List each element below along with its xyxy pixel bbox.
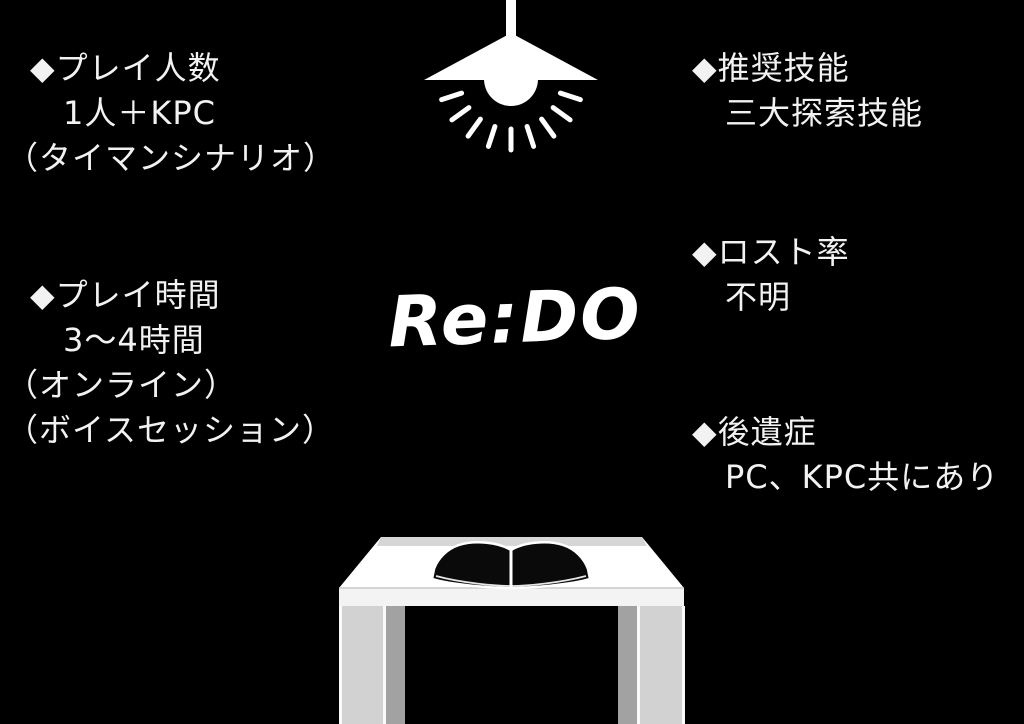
info-line: PC、KPC共にあり xyxy=(692,458,1000,496)
scenario-title: Re:DO xyxy=(386,272,644,364)
info-line: 3～4時間 xyxy=(30,321,205,359)
info-line: 三大探索技能 xyxy=(692,94,924,132)
info-line: （ボイスセッション） xyxy=(6,411,336,449)
info-line: ◆後遺症 xyxy=(692,413,817,451)
info-block-play-time: ◆プレイ時間 3～4時間 （オンライン） （ボイスセッション） xyxy=(6,273,335,453)
info-line: ◆推奨技能 xyxy=(692,49,850,87)
info-line: ◆プレイ時間 xyxy=(30,276,221,314)
info-block-aftereffects: ◆後遺症 PC、KPC共にあり xyxy=(692,410,999,500)
info-line: 不明 xyxy=(692,278,792,316)
hanging-lamp-icon xyxy=(424,0,598,153)
info-block-play-count: ◆プレイ人数 1人＋KPC （タイマンシナリオ） xyxy=(6,46,336,181)
info-block-recommended-skills: ◆推奨技能 三大探索技能 xyxy=(692,46,923,136)
info-line: ◆プレイ人数 xyxy=(30,49,221,87)
info-line: （タイマンシナリオ） xyxy=(6,139,337,177)
info-block-lost-rate: ◆ロスト率 不明 xyxy=(692,230,850,320)
light-rays-icon xyxy=(439,90,583,153)
info-line: （オンライン） xyxy=(6,366,238,404)
open-book-icon xyxy=(430,541,592,590)
info-line: 1人＋KPC xyxy=(30,94,216,132)
info-line: ◆ロスト率 xyxy=(692,233,850,271)
